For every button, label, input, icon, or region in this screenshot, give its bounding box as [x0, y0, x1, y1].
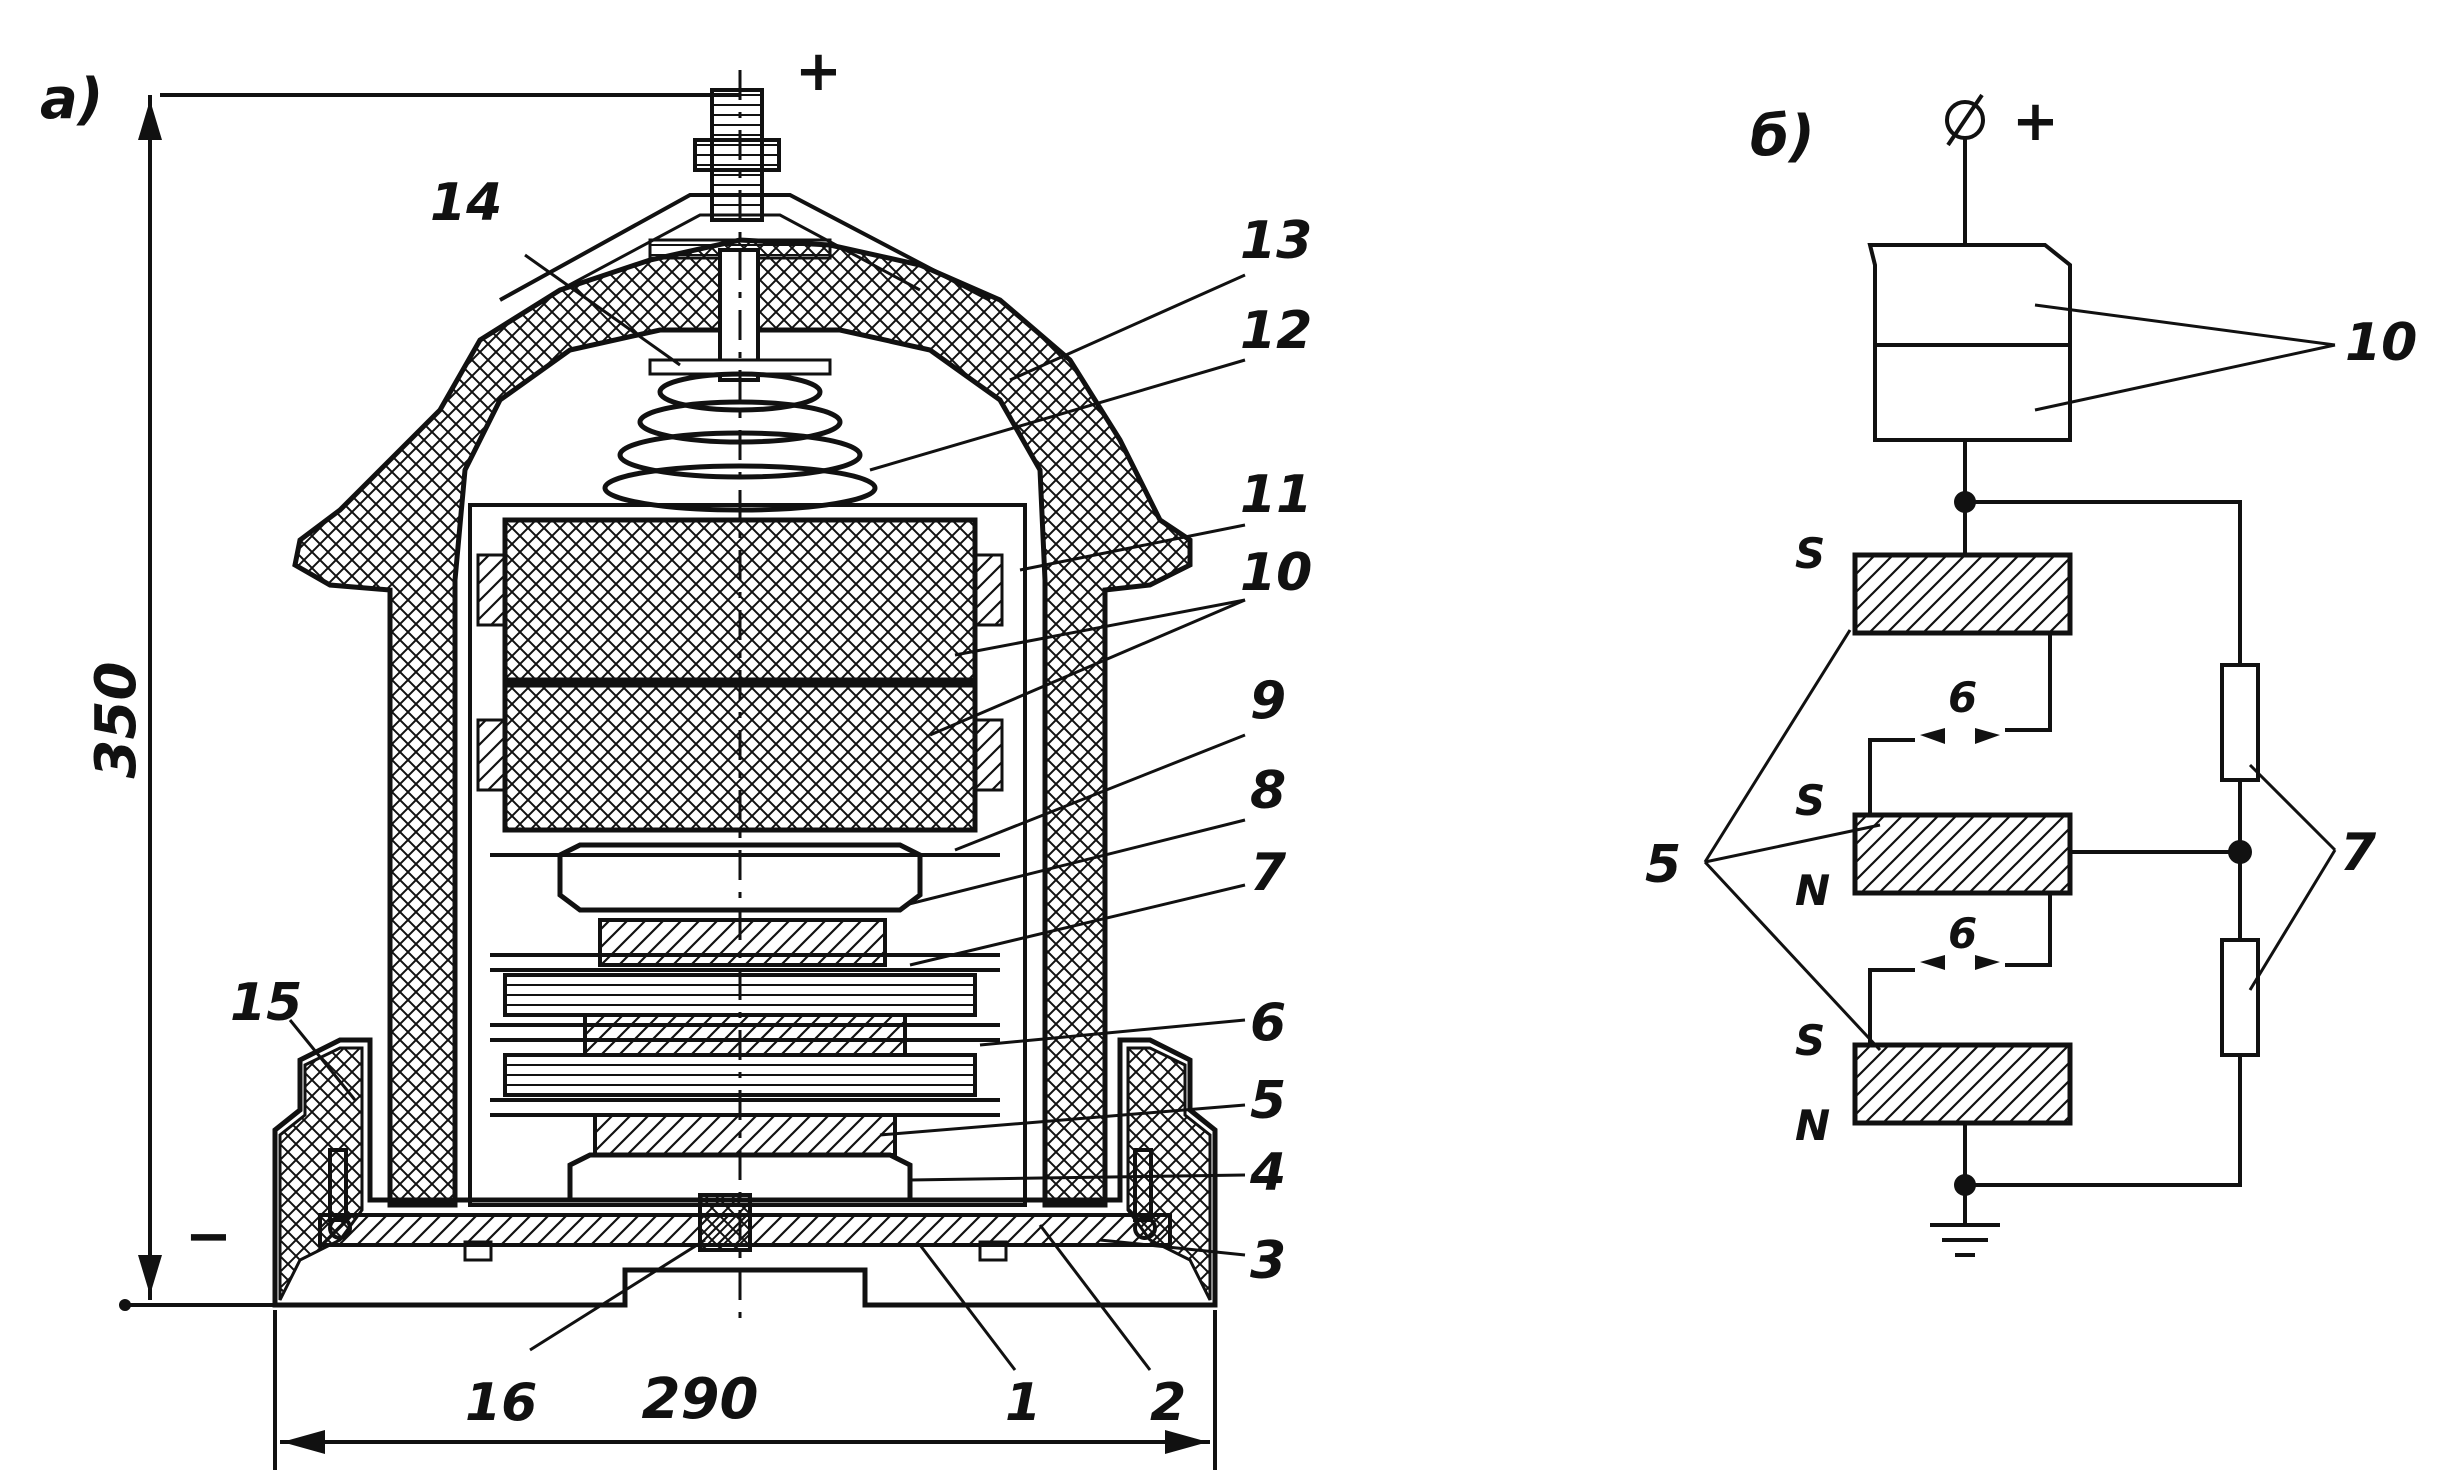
part-label-6: 6	[1250, 993, 1286, 1053]
part-label-12: 12	[1240, 301, 1312, 361]
panel-b-schematic: б) + 10 S 6 S N	[1645, 89, 2417, 1257]
pole-s-top: S	[1795, 529, 1825, 578]
part-label-11: 11	[1240, 465, 1312, 525]
panel-a-label: a)	[40, 67, 103, 132]
gap-arrow-2-right	[1975, 955, 2000, 970]
part-label-9: 9	[1250, 671, 1286, 731]
pole-n-mid: N	[1795, 866, 1830, 915]
terminal-plus-label: +	[2012, 89, 2059, 154]
gap-bracket-1-bottom	[1868, 738, 1915, 815]
valve-disc-1	[1852, 552, 2073, 636]
height-dimension	[119, 93, 740, 1311]
spark-gap-stack	[490, 953, 1000, 1157]
part-label-13: 13	[1240, 211, 1312, 271]
part-label-3: 3	[1250, 1231, 1286, 1291]
resistor-block-10	[1867, 243, 2072, 442]
spacer-left-1	[476, 553, 506, 627]
panel-b-label: б)	[1750, 104, 1815, 169]
part-label-15: 15	[230, 973, 302, 1033]
part-label-4: 4	[1249, 1143, 1286, 1203]
part-label-10: 10	[1240, 543, 1312, 603]
base-flange	[272, 1037, 1218, 1308]
part-label-8: 8	[1250, 761, 1286, 821]
shunt-resistor-upper	[2220, 663, 2260, 782]
pole-s-bottom: S	[1795, 1016, 1825, 1065]
shunt-resistor-lower	[2220, 938, 2260, 1057]
leader-lines-5	[1703, 629, 1882, 1052]
part-label-16: 16	[465, 1373, 537, 1433]
base-flange-left-hatch	[278, 1046, 364, 1301]
pole-n-bottom: N	[1795, 1101, 1830, 1150]
wire-shunt-bottom	[1965, 1055, 2242, 1187]
ground-symbol	[1930, 1185, 2000, 1257]
valve-disc-3	[1852, 1042, 2073, 1126]
wire-shunt-top	[1965, 500, 2242, 665]
leader-lines-a	[288, 253, 1246, 1371]
plus-terminal-label: +	[795, 39, 842, 104]
pole-s-mid: S	[1795, 776, 1825, 825]
gap-bracket-1-top	[2005, 633, 2052, 732]
leader-lines-10	[2034, 303, 2336, 412]
part-label-5: 5	[1250, 1071, 1286, 1131]
width-dimension	[273, 1310, 1217, 1470]
part-label-14: 14	[430, 173, 502, 233]
gap-label-bottom: 6	[1948, 909, 1977, 958]
minus-terminal-label: −	[185, 1204, 232, 1269]
width-dimension-label: 290	[642, 1367, 759, 1432]
gap-disc-8	[598, 918, 887, 967]
gap-arrow-1-right	[1975, 728, 2000, 744]
height-dimension-label: 350	[84, 662, 149, 779]
label-7: 7	[2340, 823, 2377, 883]
part-label-2: 2	[1150, 1373, 1186, 1433]
valve-disc-2	[1852, 812, 2073, 896]
base-flange-right-hatch	[1126, 1046, 1212, 1301]
gap-arrow-2-left	[1920, 955, 1945, 970]
spacer-left-2	[476, 718, 506, 792]
panel-a-cross-section: a) + − 350 290 14 13 12 11 10 9 8 7 6 5 …	[40, 39, 1312, 1470]
contact-cup-9	[557, 842, 923, 913]
vent-valve-16	[698, 1193, 752, 1252]
porcelain-housing	[292, 237, 1193, 1208]
terminal-nut	[693, 138, 781, 172]
part-label-7: 7	[1250, 843, 1287, 903]
bolts	[328, 1148, 1157, 1262]
spacer-right-1	[974, 553, 1004, 627]
label-5: 5	[1645, 835, 1681, 895]
terminal-slash	[1946, 93, 1984, 147]
label-10: 10	[2345, 313, 2417, 373]
resistor-block-top	[502, 517, 978, 688]
leader-lines-7	[2248, 763, 2337, 991]
gap-bracket-2-top	[2005, 893, 2052, 967]
spacer-right-2	[974, 718, 1004, 792]
part-label-1: 1	[1005, 1373, 1041, 1433]
gap-arrow-1-left	[1920, 728, 1945, 744]
gap-label-top: 6	[1948, 673, 1977, 722]
contact-cup-4	[567, 1152, 913, 1203]
gap-bracket-2-bottom	[1868, 968, 1915, 1045]
